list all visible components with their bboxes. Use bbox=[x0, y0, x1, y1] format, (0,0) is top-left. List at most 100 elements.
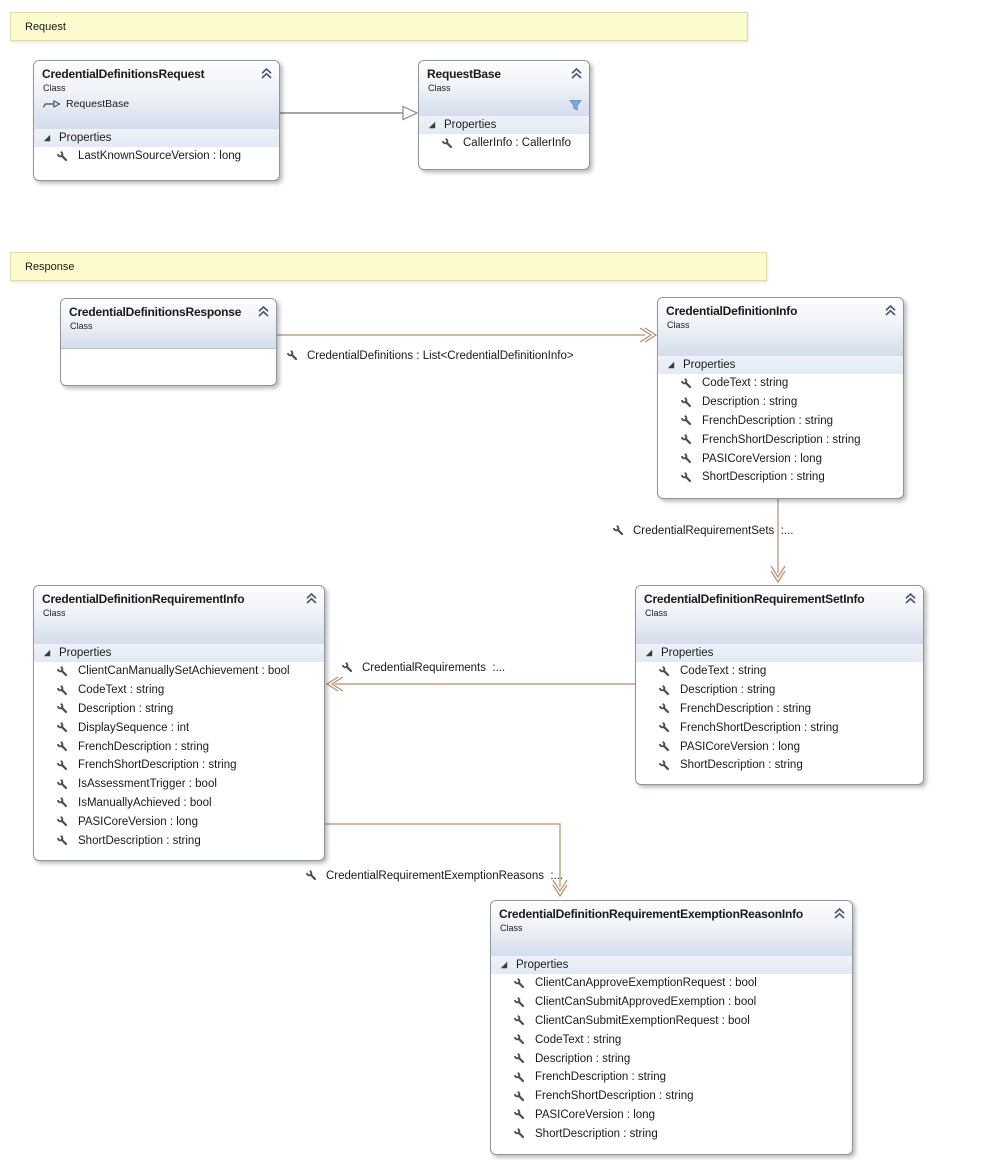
comment-response-label: Response bbox=[25, 260, 75, 273]
property-label: FrenchShortDescription : string bbox=[535, 1090, 694, 1103]
property-label: IsAssessmentTrigger : bool bbox=[78, 778, 217, 791]
association-credentialrequirementsets[interactable] bbox=[770, 497, 786, 584]
property-row[interactable]: ShortDescription : string bbox=[34, 831, 324, 850]
property-row[interactable]: IsAssessmentTrigger : bool bbox=[34, 774, 324, 794]
wrench-icon bbox=[513, 996, 526, 1009]
association-credentialrequirements[interactable] bbox=[325, 676, 635, 692]
property-row[interactable]: Description : string bbox=[636, 680, 923, 700]
wrench-icon bbox=[680, 377, 693, 390]
property-row[interactable]: ClientCanManuallySetAchievement : bool bbox=[34, 662, 324, 681]
class-credentialdefinitionrequirementexemptionreasoninfo[interactable]: CredentialDefinitionRequirementExemption… bbox=[490, 900, 853, 1155]
base-type-row: RequestBase bbox=[34, 98, 279, 110]
association-credentialdefinitions[interactable] bbox=[275, 327, 658, 343]
expander-icon[interactable] bbox=[645, 649, 653, 657]
class-title: CredentialDefinitionInfo bbox=[666, 304, 798, 318]
property-row[interactable]: FrenchDescription : string bbox=[491, 1067, 852, 1087]
connector-label-credentialdefinitions[interactable]: CredentialDefinitions : List<CredentialD… bbox=[286, 349, 574, 362]
properties-section-header[interactable]: Properties bbox=[658, 356, 903, 374]
expander-icon[interactable] bbox=[500, 961, 508, 969]
class-stereotype: Class bbox=[645, 608, 668, 618]
section-label: Properties bbox=[683, 359, 736, 371]
section-label: Properties bbox=[444, 119, 497, 131]
collapse-chevron-icon[interactable] bbox=[260, 67, 273, 80]
connector-label-credentialrequirementsets[interactable]: CredentialRequirementSets :... bbox=[612, 524, 793, 537]
property-label: ShortDescription : string bbox=[78, 834, 201, 847]
property-row[interactable]: Description : string bbox=[491, 1049, 852, 1068]
property-row[interactable]: FrenchShortDescription : string bbox=[658, 430, 903, 450]
wrench-icon bbox=[680, 414, 693, 427]
property-row[interactable]: ShortDescription : string bbox=[658, 467, 903, 487]
expander-icon[interactable] bbox=[43, 134, 51, 142]
property-row[interactable]: Description : string bbox=[34, 699, 324, 719]
property-row[interactable]: CodeText : string bbox=[636, 662, 923, 681]
association-credentialrequirementexemptionreasons[interactable] bbox=[323, 823, 568, 898]
expander-icon[interactable] bbox=[428, 121, 436, 129]
property-label: FrenchShortDescription : string bbox=[680, 721, 839, 734]
property-label: CodeText : string bbox=[78, 684, 165, 697]
collapse-chevron-icon[interactable] bbox=[257, 305, 270, 318]
expander-icon[interactable] bbox=[667, 361, 675, 369]
wrench-icon bbox=[513, 977, 526, 990]
section-label: Properties bbox=[59, 132, 112, 144]
connector-label-credentialrequirementexemptionreasons[interactable]: CredentialRequirementExemptionReasons :.… bbox=[305, 869, 563, 882]
class-requestbase[interactable]: RequestBase Class Properties CallerInfo … bbox=[418, 60, 590, 170]
properties-section-header[interactable]: Properties bbox=[419, 116, 589, 134]
comment-request[interactable]: Request bbox=[10, 12, 748, 41]
class-stereotype: Class bbox=[43, 608, 66, 618]
property-row[interactable]: PASICoreVersion : long bbox=[636, 737, 923, 756]
property-row[interactable]: ClientCanSubmitExemptionRequest : bool bbox=[491, 1011, 852, 1031]
class-credentialdefinitionrequirementsetinfo[interactable]: CredentialDefinitionRequirementSetInfo C… bbox=[635, 585, 924, 785]
property-row[interactable]: PASICoreVersion : long bbox=[658, 449, 903, 468]
wrench-icon bbox=[513, 1052, 526, 1065]
collapse-chevron-icon[interactable] bbox=[884, 304, 897, 317]
property-row[interactable]: IsManuallyAchieved : bool bbox=[34, 793, 324, 813]
property-row[interactable]: FrenchDescription : string bbox=[658, 411, 903, 431]
property-row[interactable]: ShortDescription : string bbox=[636, 755, 923, 775]
wrench-icon bbox=[658, 721, 671, 734]
wrench-icon bbox=[658, 759, 671, 772]
comment-request-label: Request bbox=[25, 20, 66, 33]
properties-section-header[interactable]: Properties bbox=[34, 644, 324, 662]
class-stereotype: Class bbox=[428, 83, 451, 93]
collapse-chevron-icon[interactable] bbox=[833, 907, 846, 920]
class-credentialdefinitionrequirementinfo[interactable]: CredentialDefinitionRequirementInfo Clas… bbox=[33, 585, 325, 861]
property-row[interactable]: FrenchShortDescription : string bbox=[491, 1086, 852, 1106]
comment-response[interactable]: Response bbox=[10, 252, 767, 281]
filter-funnel-icon[interactable] bbox=[569, 99, 582, 112]
property-row[interactable]: ShortDescription : string bbox=[491, 1124, 852, 1144]
property-label: CodeText : string bbox=[535, 1033, 622, 1046]
properties-section-header[interactable]: Properties bbox=[34, 129, 279, 147]
property-row[interactable]: LastKnownSourceVersion : long bbox=[34, 147, 279, 166]
property-row[interactable]: CallerInfo : CallerInfo bbox=[419, 134, 589, 153]
property-row[interactable]: Description : string bbox=[658, 392, 903, 412]
property-row[interactable]: FrenchDescription : string bbox=[636, 699, 923, 719]
property-label: CodeText : string bbox=[702, 377, 789, 390]
collapse-chevron-icon[interactable] bbox=[904, 592, 917, 605]
collapse-chevron-icon[interactable] bbox=[305, 592, 318, 605]
property-row[interactable]: FrenchDescription : string bbox=[34, 737, 324, 756]
class-title: RequestBase bbox=[427, 67, 501, 81]
property-row[interactable]: PASICoreVersion : long bbox=[34, 812, 324, 832]
class-credentialdefinitionsresponse[interactable]: CredentialDefinitionsResponse Class bbox=[60, 298, 277, 386]
property-row[interactable]: CodeText : string bbox=[491, 1030, 852, 1050]
expander-icon[interactable] bbox=[43, 649, 51, 657]
inheritance-connector-requestbase[interactable] bbox=[278, 105, 419, 121]
properties-section-header[interactable]: Properties bbox=[491, 956, 852, 974]
wrench-icon bbox=[286, 349, 299, 362]
property-row[interactable]: PASICoreVersion : long bbox=[491, 1105, 852, 1125]
property-row[interactable]: DisplaySequence : int bbox=[34, 718, 324, 738]
property-row[interactable]: ClientCanSubmitApprovedExemption : bool bbox=[491, 992, 852, 1012]
property-row[interactable]: CodeText : string bbox=[34, 680, 324, 700]
wrench-icon bbox=[56, 796, 69, 809]
property-row[interactable]: CodeText : string bbox=[658, 374, 903, 393]
connector-label-credentialrequirements[interactable]: CredentialRequirements :... bbox=[341, 661, 505, 674]
wrench-icon bbox=[680, 471, 693, 484]
property-row[interactable]: FrenchShortDescription : string bbox=[34, 755, 324, 775]
class-credentialdefinitionsrequest[interactable]: CredentialDefinitionsRequest Class Reque… bbox=[33, 60, 280, 181]
collapse-chevron-icon[interactable] bbox=[570, 67, 583, 80]
wrench-icon bbox=[612, 524, 625, 537]
properties-section-header[interactable]: Properties bbox=[636, 644, 923, 662]
property-row[interactable]: ClientCanApproveExemptionRequest : bool bbox=[491, 974, 852, 993]
class-credentialdefinitioninfo[interactable]: CredentialDefinitionInfo Class Propertie… bbox=[657, 297, 904, 499]
property-row[interactable]: FrenchShortDescription : string bbox=[636, 718, 923, 738]
